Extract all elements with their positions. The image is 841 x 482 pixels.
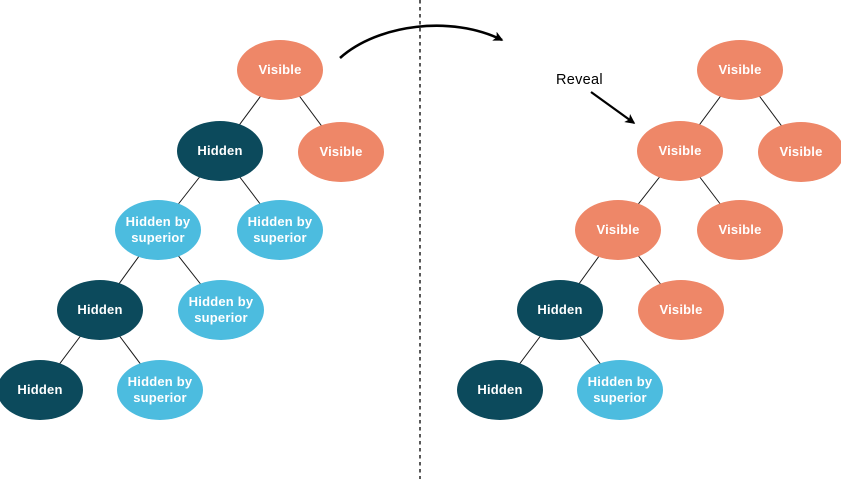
reveal-label: Reveal xyxy=(556,72,603,88)
tree-node: Hidden xyxy=(57,280,143,340)
tree-node-label: Hidden xyxy=(537,301,583,317)
transform-arrow xyxy=(339,24,504,59)
tree-node-label: Hidden by superior xyxy=(247,213,313,245)
tree-node: Hidden xyxy=(457,360,543,420)
tree-node: Hidden by superior xyxy=(115,200,201,260)
tree-node: Hidden by superior xyxy=(178,280,264,340)
tree-node-label: Hidden xyxy=(77,301,123,317)
tree-node-label: Visible xyxy=(718,221,762,237)
tree-node-label: Visible xyxy=(596,221,640,237)
tree-node-label: Hidden by superior xyxy=(188,293,254,325)
tree-node: Visible xyxy=(758,122,841,182)
tree-node-label: Visible xyxy=(718,61,762,77)
tree-node: Hidden by superior xyxy=(117,360,203,420)
tree-node: Hidden xyxy=(0,360,83,420)
tree-node: Visible xyxy=(237,40,323,100)
tree-node-label: Visible xyxy=(658,142,702,158)
tree-node: Visible xyxy=(298,122,384,182)
tree-node-label: Hidden by superior xyxy=(127,373,193,405)
tree-node-label: Hidden xyxy=(477,381,523,397)
tree-node: Visible xyxy=(637,121,723,181)
tree-node-label: Hidden by superior xyxy=(125,213,191,245)
tree-node: Hidden xyxy=(177,121,263,181)
reveal-arrow xyxy=(590,91,636,124)
tree-node-label: Hidden xyxy=(17,381,63,397)
tree-node: Visible xyxy=(575,200,661,260)
tree-node-label: Visible xyxy=(659,301,703,317)
tree-node: Hidden xyxy=(517,280,603,340)
tree-node-label: Hidden by superior xyxy=(587,373,653,405)
tree-node-label: Visible xyxy=(319,143,363,159)
tree-node-label: Hidden xyxy=(197,142,243,158)
tree-node-label: Visible xyxy=(779,143,823,159)
tree-node: Visible xyxy=(697,200,783,260)
tree-node-label: Visible xyxy=(258,61,302,77)
tree-node: Hidden by superior xyxy=(237,200,323,260)
tree-node: Visible xyxy=(638,280,724,340)
tree-node: Hidden by superior xyxy=(577,360,663,420)
tree-node: Visible xyxy=(697,40,783,100)
